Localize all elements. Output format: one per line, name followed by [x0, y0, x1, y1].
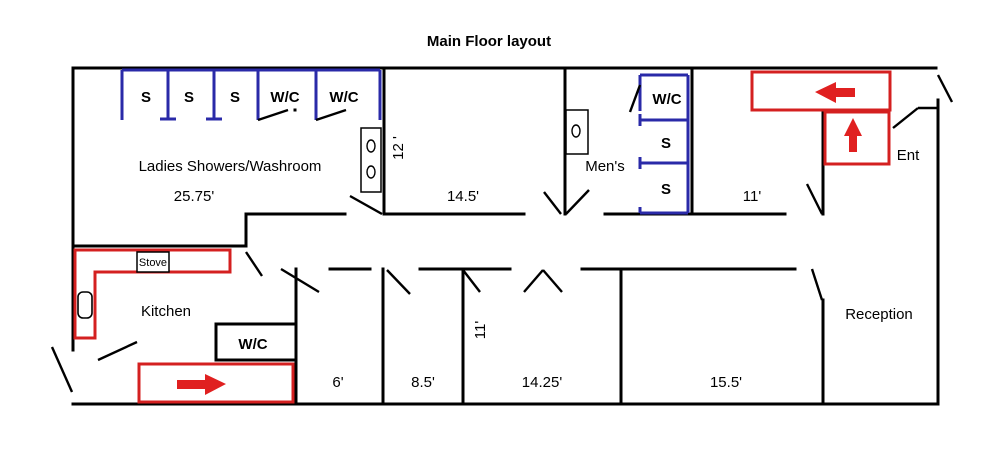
office-a-dimension: 6' — [332, 374, 343, 391]
mens-stalls — [628, 73, 690, 215]
middle-room-vertical-dimension: 12 ' — [390, 136, 407, 160]
shower-stall-label: S — [184, 89, 194, 106]
right-room-dimension: 11' — [743, 188, 762, 205]
kitchen-label: Kitchen — [141, 303, 191, 320]
wc-stall-label: W/C — [270, 89, 299, 106]
wc-stall-label: W/C — [652, 91, 681, 108]
exit-arrow-left — [750, 70, 892, 112]
arrow-icon — [177, 374, 226, 395]
sink-icon — [565, 109, 589, 155]
office-d-dimension: 15.5' — [710, 374, 742, 391]
doors — [50, 74, 954, 393]
ladies-dimension: 25.75' — [174, 188, 215, 205]
sink-icon — [360, 127, 382, 193]
kitchen-counter — [73, 248, 232, 340]
office-b-dimension: 8.5' — [411, 374, 435, 391]
mens-washroom-label: Men's — [585, 158, 625, 175]
kitchen-wc-label: W/C — [238, 336, 267, 353]
office-c-dimension: 14.25' — [522, 374, 563, 391]
shower-stall-label: S — [141, 89, 151, 106]
entrance-label: Ent — [897, 147, 920, 164]
exit-arrow-right — [137, 362, 295, 404]
ladies-stalls — [120, 68, 382, 122]
wc-stall-label: W/C — [329, 89, 358, 106]
outer-walls — [71, 66, 940, 406]
plan-title: Main Floor layout — [427, 33, 551, 50]
reception-label: Reception — [845, 306, 913, 323]
arrow-icon — [815, 82, 855, 103]
office-c-vertical-dimension: 11' — [472, 321, 489, 340]
shower-stall-label: S — [661, 135, 671, 152]
interior-walls — [71, 66, 825, 406]
middle-room-dimension: 14.5' — [447, 188, 479, 205]
shower-stall-label: S — [661, 181, 671, 198]
fridge-icon — [77, 291, 93, 319]
ladies-washroom-label: Ladies Showers/Washroom — [139, 158, 322, 175]
exit-arrow-up — [823, 110, 891, 166]
stove-label: Stove — [139, 257, 167, 269]
arrow-icon — [844, 118, 862, 152]
shower-stall-label: S — [230, 89, 240, 106]
